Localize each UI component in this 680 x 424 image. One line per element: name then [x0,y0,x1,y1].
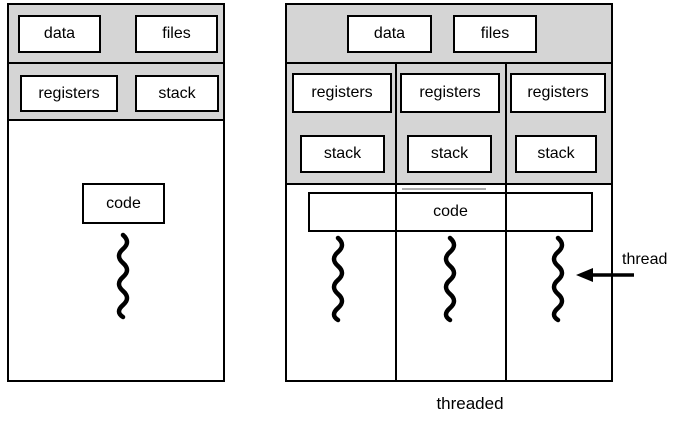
thread-arrow-icon [576,268,634,282]
column-divider [505,64,507,380]
thread-squiggle-icon [116,232,130,320]
files-box: files [453,15,537,53]
code-box-label: code [106,194,141,212]
code-box-label: code [433,203,468,220]
stack-box: stack [300,135,385,173]
data-box: data [347,15,432,53]
multithreaded-process-diagram: data files registers registers registers… [285,3,613,382]
artifact-line [402,188,486,190]
thread-label: thread [622,251,668,268]
registers-box-label: registers [38,84,100,102]
files-box-label: files [162,25,191,42]
files-box: files [135,15,218,53]
stack-box-label: stack [323,145,362,162]
thread-squiggle-icon [551,235,565,323]
registers-box: registers [510,73,606,113]
stack-box-label: stack [430,145,469,162]
figure-caption: threaded [436,394,504,413]
column-divider [395,64,397,380]
thread-squiggle-icon [443,235,457,323]
thread-squiggle-icon [331,235,345,323]
data-box: data [18,15,101,53]
registers-box: registers [292,73,392,113]
registers-box: registers [20,75,118,112]
code-box: code [82,183,165,224]
stack-box-label: stack [158,84,196,102]
stack-box-label: stack [537,145,575,162]
registers-box: registers [400,73,500,113]
registers-box-label: registers [311,84,373,101]
stack-box: stack [407,135,492,173]
registers-box-label: registers [527,84,589,101]
code-box: code [308,192,593,232]
files-box-label: files [480,25,510,42]
single-threaded-process-diagram: data files registers stack code [7,3,225,382]
stack-box: stack [515,135,597,173]
stack-box: stack [135,75,219,112]
registers-box-label: registers [419,84,481,101]
process-shared-band [287,5,611,64]
data-box-label: data [373,25,406,42]
data-box-label: data [43,25,76,42]
